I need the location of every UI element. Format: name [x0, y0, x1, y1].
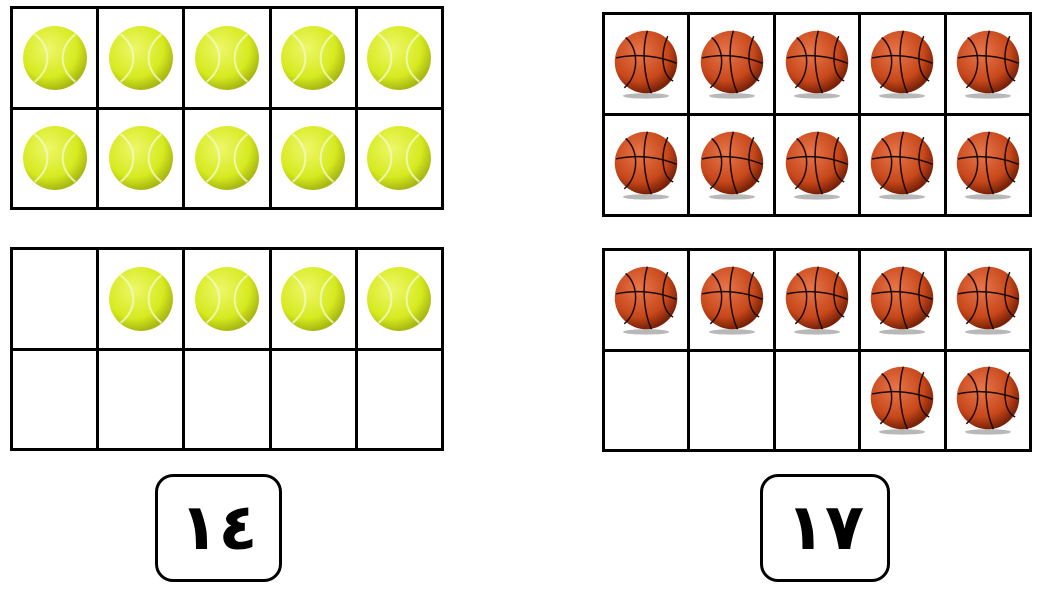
basketball-icon [700, 266, 763, 335]
tennis-ball-icon [281, 266, 346, 331]
basketball-icon [700, 131, 763, 200]
ten-frame-cell [605, 251, 688, 349]
ten-frame-left-top [10, 6, 444, 210]
ten-frame-cell [185, 9, 269, 107]
tennis-ball-icon [108, 25, 173, 90]
basketball-icon [614, 131, 678, 200]
ten-frame-cell [271, 9, 355, 107]
ten-frame-cell [946, 251, 1029, 349]
tennis-ball-icon [367, 266, 432, 331]
tennis-ball-icon [367, 25, 432, 90]
ten-frame-cell [185, 350, 269, 448]
ten-frame-cell [357, 9, 441, 107]
ten-frame-cell [357, 250, 441, 348]
ten-frame-right-bottom [602, 248, 1032, 452]
tennis-ball-icon [281, 126, 346, 191]
ten-frame-cell [271, 109, 355, 207]
ten-frame-cell [605, 15, 688, 113]
basketball-icon [614, 30, 678, 99]
tennis-ball-icon [281, 25, 346, 90]
tennis-ball-icon [108, 126, 173, 191]
answer-box-left: ١٤ [155, 474, 282, 582]
basketball-icon [871, 131, 934, 200]
ten-frame-cell [357, 109, 441, 207]
ten-frame-cell [946, 15, 1029, 113]
ten-frame-cell [271, 250, 355, 348]
basketball-icon [785, 266, 849, 335]
basketball-icon [956, 366, 1020, 435]
basketball-icon [871, 366, 934, 435]
ten-frame-cell [271, 350, 355, 448]
tennis-ball-icon [195, 266, 259, 331]
ten-frame-cell [861, 15, 944, 113]
ten-frame-cell [690, 251, 773, 349]
ten-frame-right-top [602, 12, 1032, 217]
ten-frame-cell [605, 116, 688, 214]
ten-frame-left-bottom [10, 247, 444, 451]
ten-frame-cell [775, 116, 859, 214]
answer-box-right: ١٧ [760, 474, 890, 582]
ten-frame-cell [861, 351, 944, 449]
basketball-icon [785, 30, 849, 99]
tennis-ball-icon [22, 126, 87, 191]
tennis-ball-icon [195, 25, 259, 90]
ten-frame-cell [690, 351, 773, 449]
ten-frame-cell [99, 250, 183, 348]
basketball-icon [700, 30, 763, 99]
basketball-icon [614, 266, 678, 335]
ten-frame-cell [99, 350, 183, 448]
ten-frame-cell [690, 15, 773, 113]
ten-frame-cell [946, 116, 1029, 214]
basketball-icon [871, 30, 934, 99]
ten-frame-cell [775, 351, 859, 449]
ten-frame-cell [13, 350, 97, 448]
tennis-ball-icon [108, 266, 173, 331]
ten-frame-cell [185, 109, 269, 207]
basketball-icon [871, 266, 934, 335]
ten-frame-cell [861, 116, 944, 214]
tennis-ball-icon [22, 25, 87, 90]
ten-frame-cell [357, 350, 441, 448]
ten-frame-cell [946, 351, 1029, 449]
ten-frame-cell [605, 351, 688, 449]
ten-frame-cell [99, 109, 183, 207]
ten-frame-cell [13, 250, 97, 348]
ten-frame-cell [13, 9, 97, 107]
ten-frame-cell [99, 9, 183, 107]
ten-frame-cell [861, 251, 944, 349]
basketball-icon [956, 30, 1020, 99]
basketball-icon [785, 131, 849, 200]
ten-frame-cell [185, 250, 269, 348]
basketball-icon [956, 266, 1020, 335]
tennis-ball-icon [195, 126, 259, 191]
ten-frame-cell [775, 251, 859, 349]
basketball-icon [956, 131, 1020, 200]
ten-frame-cell [775, 15, 859, 113]
ten-frame-cell [690, 116, 773, 214]
tennis-ball-icon [367, 126, 432, 191]
ten-frame-cell [13, 109, 97, 207]
